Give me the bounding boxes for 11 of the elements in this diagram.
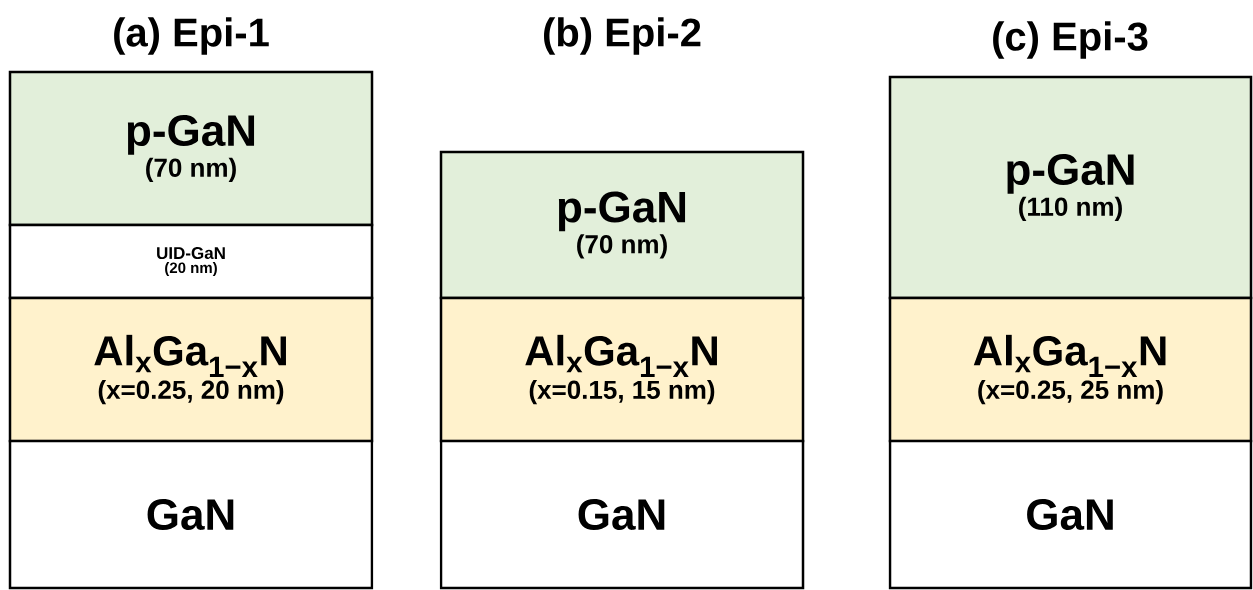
layer-box: Al$_{x}$Ga$_{1−x}$N (x=0.25, 20 nm) <box>8 296 374 443</box>
layer-box: GaN <box>8 439 374 590</box>
layer-box: GaN <box>888 439 1253 590</box>
layer-box: p-GaN (110 nm) <box>888 75 1253 300</box>
layer-box: Al$_{x}$Ga$_{1−x}$N (x=0.25, 25 nm) <box>888 296 1253 443</box>
layer-box: p-GaN (70 nm) <box>8 70 374 227</box>
layer-box: Al$_{x}$Ga$_{1−x}$N (x=0.15, 15 nm) <box>439 296 805 443</box>
layer-box: GaN <box>439 439 805 590</box>
layer-box: p-GaN (70 nm) <box>439 150 805 300</box>
panel-title: (b) Epi-2 <box>544 17 701 55</box>
layer-box: UID-GaN (20 nm) <box>8 223 374 300</box>
